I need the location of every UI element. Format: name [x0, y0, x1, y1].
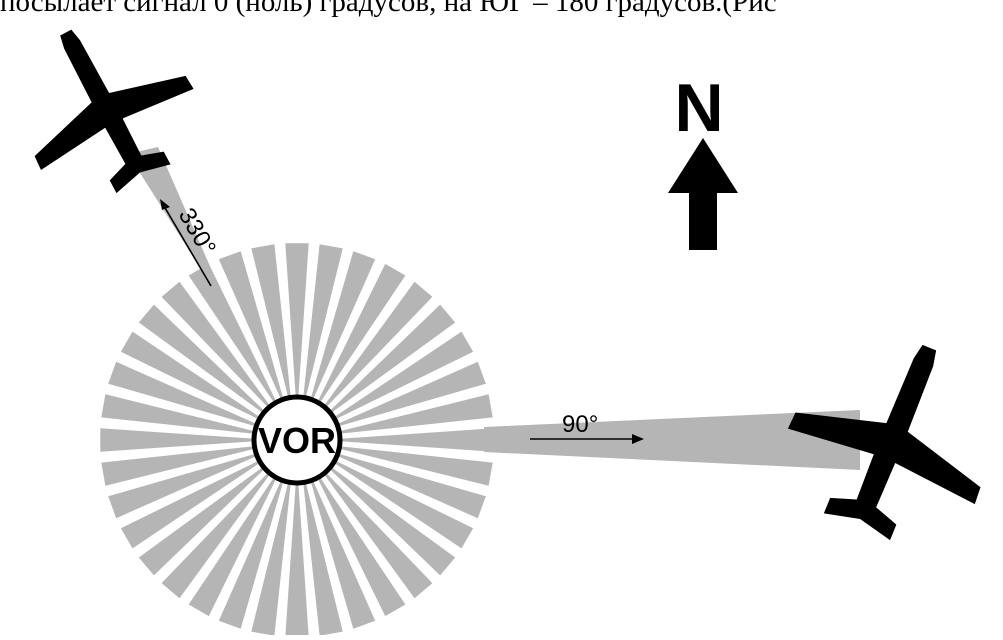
- radial-wedge: [120, 331, 267, 423]
- radial-wedge: [101, 394, 262, 435]
- radial-wedge: [108, 451, 264, 519]
- radial-wedge: [108, 361, 264, 429]
- radial-wedge: [138, 462, 270, 576]
- radial-wedge: [302, 244, 343, 405]
- vor-radial-rosette: [100, 243, 494, 637]
- radial-wedge: [319, 281, 433, 413]
- vor-station-label: VOR: [258, 420, 336, 461]
- radial-wedge: [218, 473, 286, 629]
- radial-90-label: 90°: [562, 411, 598, 438]
- radial-wedge: [285, 476, 309, 637]
- north-indicator: N: [668, 70, 738, 250]
- radial-wedge: [161, 281, 275, 413]
- radial-wedge: [161, 467, 275, 599]
- radial-wedge: [120, 457, 267, 549]
- north-arrow-icon: [668, 138, 738, 250]
- radial-beam-330: [128, 147, 216, 282]
- radial-wedge: [188, 470, 280, 617]
- radial-wedge: [327, 457, 474, 549]
- radial-wedge: [319, 467, 433, 599]
- radial-wedge: [308, 473, 376, 629]
- radial-wedge: [327, 331, 474, 423]
- north-label: N: [674, 70, 723, 146]
- radial-wedge: [324, 304, 456, 418]
- vor-station-icon: VOR: [251, 394, 343, 486]
- aircraft-icon: [0, 0, 220, 220]
- radial-wedge: [188, 263, 280, 410]
- radial-wedge: [332, 445, 493, 486]
- radial-wedge: [218, 251, 286, 407]
- radial-wedge: [308, 251, 376, 407]
- radial-330-arrow: [160, 199, 212, 287]
- radial-wedge: [100, 428, 261, 452]
- radial-wedge: [285, 243, 309, 404]
- radial-wedge: [330, 451, 486, 519]
- radial-wedge: [138, 304, 270, 418]
- radial-wedge: [333, 428, 494, 452]
- radial-wedge: [332, 394, 493, 435]
- radial-wedge: [101, 445, 262, 486]
- radial-wedge: [324, 462, 456, 576]
- radial-wedge: [330, 361, 486, 429]
- radial-wedge: [314, 470, 406, 617]
- radial-wedge: [314, 263, 406, 410]
- radial-wedge: [302, 475, 343, 636]
- caption-text: посылает сигнал 0 (ноль) градусов, на ЮГ…: [0, 0, 777, 18]
- radial-wedge: [251, 244, 292, 405]
- radial-90-arrow: [530, 434, 644, 444]
- radial-beam-90: [484, 410, 860, 470]
- radial-wedge: [251, 475, 292, 636]
